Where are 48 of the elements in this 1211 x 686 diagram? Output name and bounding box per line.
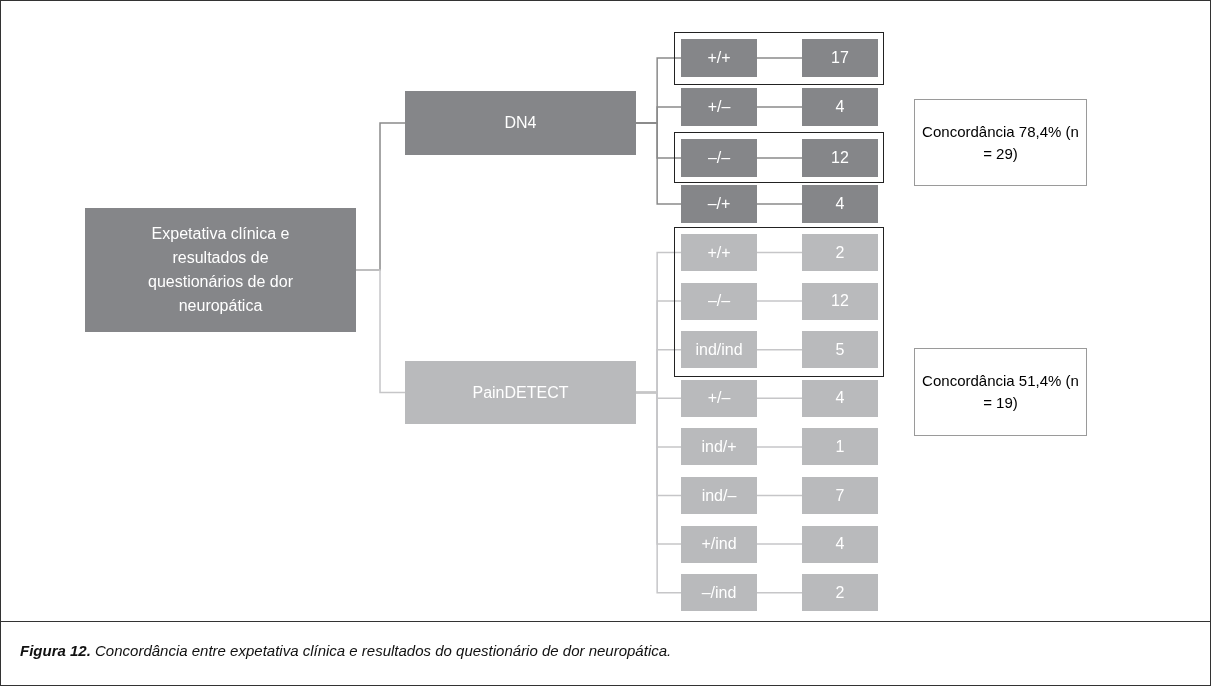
connector-line — [756, 300, 803, 302]
connector-line — [355, 269, 406, 394]
result-box: 2 — [802, 234, 878, 271]
root-box: Expetativa clínica e resultados de questionários de dor neuropática — [85, 208, 356, 332]
result-box: ind/ind — [681, 331, 757, 369]
result-box: +/+ — [681, 39, 757, 77]
group-outline — [674, 227, 884, 377]
connector-line — [756, 348, 803, 351]
result-box: ind/+ — [681, 428, 757, 466]
result-box: 17 — [802, 39, 878, 77]
connector-line — [756, 494, 803, 497]
caption: Figura 12. Concordância entre expetativa clínica e resultados do questionário de dor neuropática. — [20, 641, 672, 661]
result-box: 4 — [802, 379, 878, 417]
result-box: –/– — [681, 139, 757, 177]
connector-line — [756, 57, 803, 59]
result-box: 1 — [802, 428, 878, 466]
connector-line — [756, 446, 803, 448]
questionnaire-box: PainDETECT — [405, 361, 636, 424]
questionnaire-box: DN4 — [405, 91, 636, 155]
connector-line — [756, 543, 803, 545]
result-box: +/– — [681, 88, 757, 126]
connector-line — [756, 203, 803, 205]
result-box: +/+ — [681, 234, 757, 271]
connector-line — [756, 157, 803, 159]
result-box: 5 — [802, 331, 878, 369]
result-box: –/– — [681, 282, 757, 320]
concordance-box: Concordância 78,4% (n = 29) — [914, 99, 1087, 186]
result-box: –/+ — [681, 185, 757, 223]
concordance-box: Concordância 51,4% (n = 19) — [914, 348, 1087, 436]
result-box: 4 — [802, 525, 878, 563]
result-box: +/ind — [681, 525, 757, 563]
connector-line — [756, 251, 803, 254]
result-box: 12 — [802, 282, 878, 320]
result-box: 4 — [802, 185, 878, 223]
connector-line — [635, 391, 682, 594]
result-box: 12 — [802, 139, 878, 177]
group-outline — [674, 132, 884, 183]
connector-line — [756, 397, 803, 400]
connector-line — [756, 591, 803, 594]
result-box: +/– — [681, 379, 757, 417]
group-outline — [674, 32, 884, 85]
result-box: 2 — [802, 574, 878, 612]
result-box: ind/– — [681, 477, 757, 514]
result-box: –/ind — [681, 574, 757, 612]
result-box: 4 — [802, 88, 878, 126]
connector-line — [635, 122, 682, 205]
connector-line — [756, 106, 803, 108]
result-box: 7 — [802, 477, 878, 514]
